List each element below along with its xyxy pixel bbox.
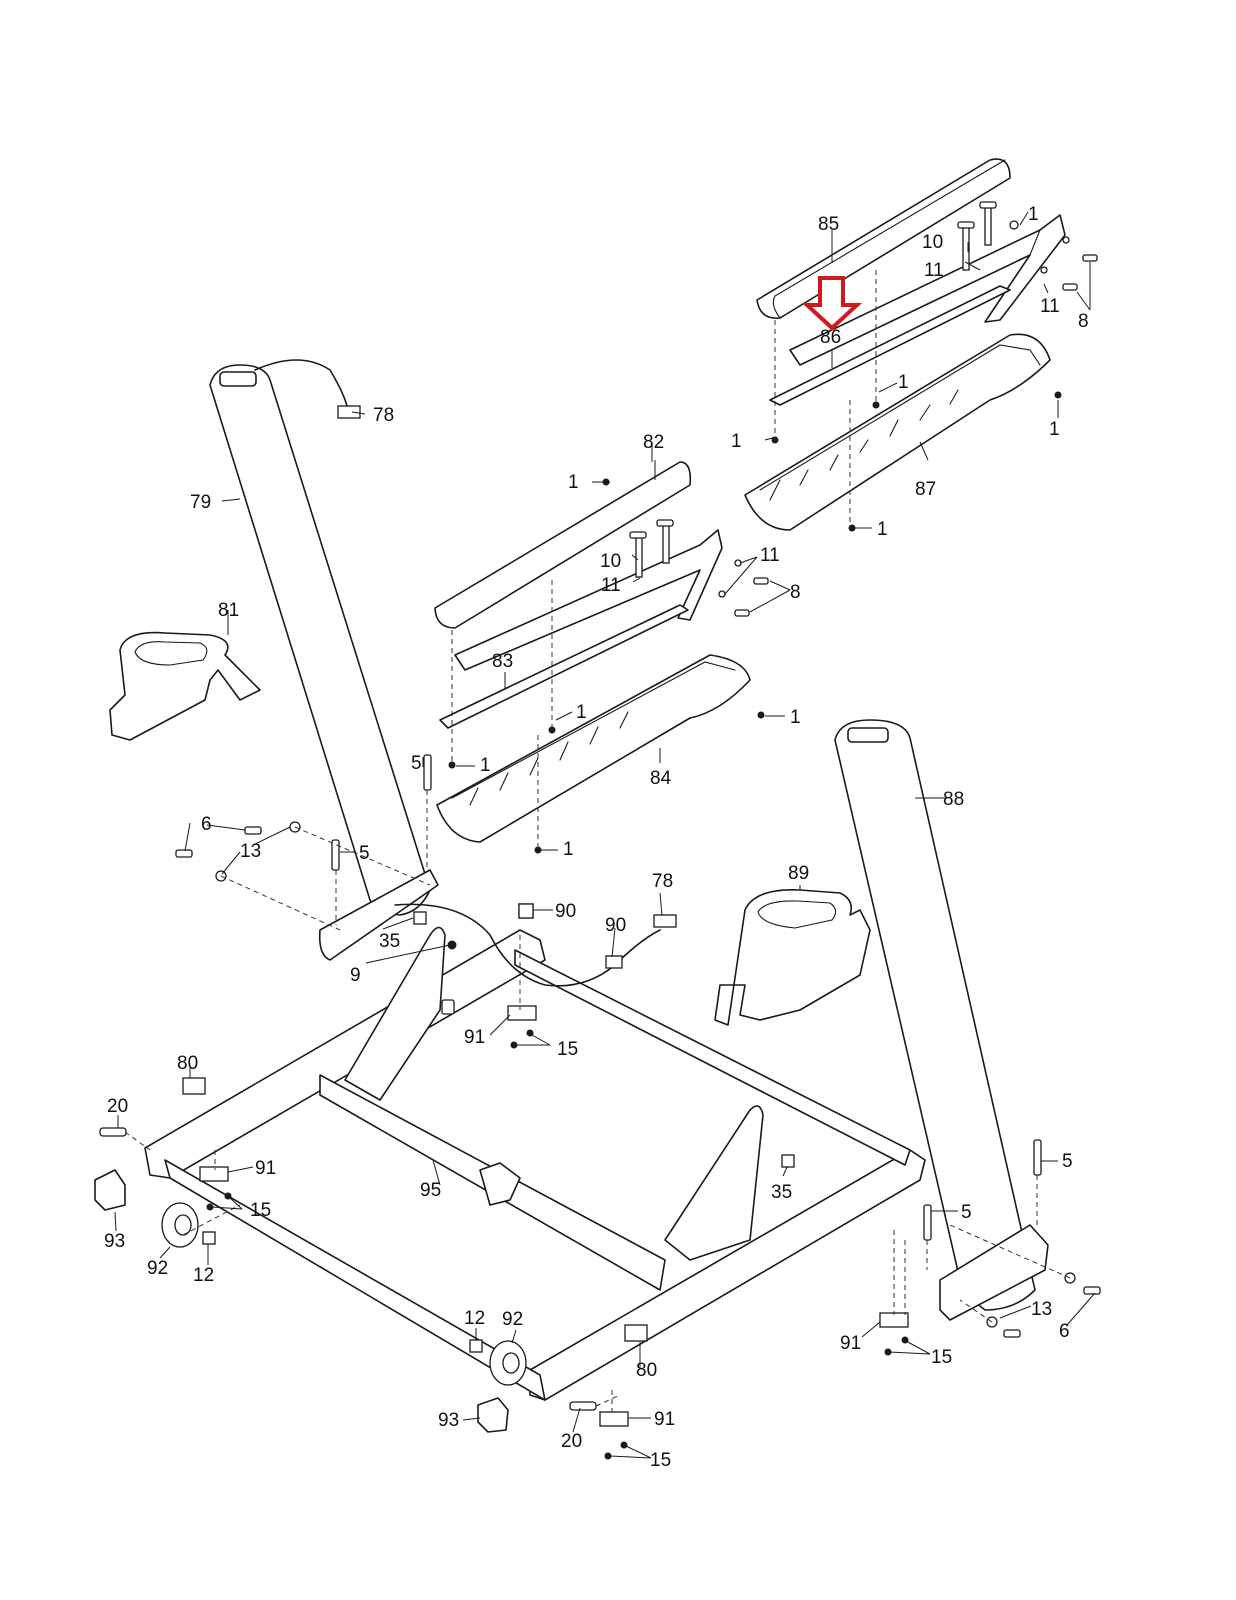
label-84: 84: [650, 768, 672, 789]
label-1-mid-left: 1: [480, 755, 491, 776]
label-12-bottom: 12: [464, 1308, 485, 1329]
label-5-right-upper: 5: [1062, 1151, 1073, 1172]
label-82: 82: [643, 432, 664, 453]
label-95: 95: [420, 1180, 441, 1201]
label-90-right: 90: [605, 915, 626, 936]
left-upright-79: [209, 364, 431, 916]
label-11-upper-right: 11: [1040, 296, 1060, 317]
label-81: 81: [218, 600, 239, 621]
wire-harness-78-upper: [254, 359, 361, 419]
label-80-left: 80: [177, 1053, 198, 1074]
label-93-bottom: 93: [438, 1410, 459, 1431]
label-12-left: 12: [193, 1265, 214, 1286]
label-35-right: 35: [771, 1182, 792, 1203]
label-5-upper: 5: [411, 753, 422, 774]
label-93-left: 93: [104, 1231, 125, 1252]
label-1-upper-left: 1: [731, 431, 742, 452]
label-15-bottom: 15: [650, 1450, 671, 1471]
label-83: 83: [492, 651, 513, 672]
handrail-top-cover-82: [434, 461, 692, 629]
label-1-mid-bottom: 1: [563, 839, 574, 860]
left-upright-shroud-81: [109, 631, 261, 741]
label-10-upper: 10: [922, 232, 943, 253]
label-11-mid-right: 11: [760, 545, 780, 566]
label-35-left: 35: [379, 931, 400, 952]
handrail-bottom-shroud-87: [744, 333, 1051, 531]
handrail-frame-bracket-mid: [454, 529, 723, 671]
label-9: 9: [350, 965, 361, 986]
label-91-left: 91: [255, 1158, 276, 1179]
label-15-left: 15: [250, 1200, 271, 1221]
handrail-bottom-shroud-84: [436, 654, 751, 843]
label-88: 88: [943, 789, 964, 810]
label-1-upper-mid: 1: [898, 372, 909, 393]
handrail-plate-83: [439, 604, 689, 729]
handrail-frame-bracket: [789, 214, 1066, 366]
label-10-mid: 10: [600, 551, 621, 572]
handrail-plate-86: [769, 285, 1011, 406]
left-upright-base-plate: [318, 869, 439, 961]
label-6-right: 6: [1059, 1321, 1070, 1342]
bolt-10-upper-right: [957, 201, 997, 271]
label-1-mid-top: 1: [568, 472, 579, 493]
label-13-right: 13: [1031, 1299, 1052, 1320]
label-79: 79: [190, 492, 211, 513]
label-91-bottom: 91: [654, 1409, 675, 1430]
label-1-mid-center: 1: [576, 702, 587, 723]
label-87: 87: [915, 479, 936, 500]
label-6-left: 6: [201, 814, 212, 835]
label-90-left: 90: [555, 901, 576, 922]
label-78-lower: 78: [652, 871, 673, 892]
label-11-mid: 11: [601, 575, 621, 596]
label-1-upper-far-right: 1: [1049, 419, 1060, 440]
label-15-right: 15: [931, 1347, 952, 1368]
label-92-bottom: 92: [502, 1309, 523, 1330]
label-80-bottom: 80: [636, 1360, 657, 1381]
label-20-left: 20: [107, 1096, 128, 1117]
label-1-mid-right: 1: [790, 707, 801, 728]
right-upright-base-plate: [939, 1224, 1049, 1321]
label-86: 86: [820, 327, 841, 348]
label-13-left: 13: [240, 841, 261, 862]
label-91-center: 91: [464, 1027, 485, 1048]
label-1-upper-right: 1: [1028, 204, 1039, 225]
label-89: 89: [788, 863, 809, 884]
label-78-upper: 78: [373, 405, 394, 426]
lower-hardware: [94, 754, 1101, 1460]
label-5-right-lower: 5: [961, 1202, 972, 1223]
right-upright-shroud-89: [714, 889, 871, 1026]
red-highlight-arrow: [801, 276, 863, 331]
label-8-upper: 8: [1078, 311, 1089, 332]
right-upright-88: [834, 719, 1036, 1311]
label-1-upper-bottom: 1: [877, 519, 888, 540]
label-15-center: 15: [557, 1039, 578, 1060]
label-91-right: 91: [840, 1333, 861, 1354]
label-85: 85: [818, 214, 839, 235]
label-11-upper: 11: [924, 260, 944, 281]
label-5-left: 5: [359, 843, 370, 864]
handrail-top-cover-85: [756, 158, 1011, 319]
label-8-mid: 8: [790, 582, 801, 603]
label-92-left: 92: [147, 1258, 168, 1279]
label-20-bottom: 20: [561, 1431, 582, 1452]
